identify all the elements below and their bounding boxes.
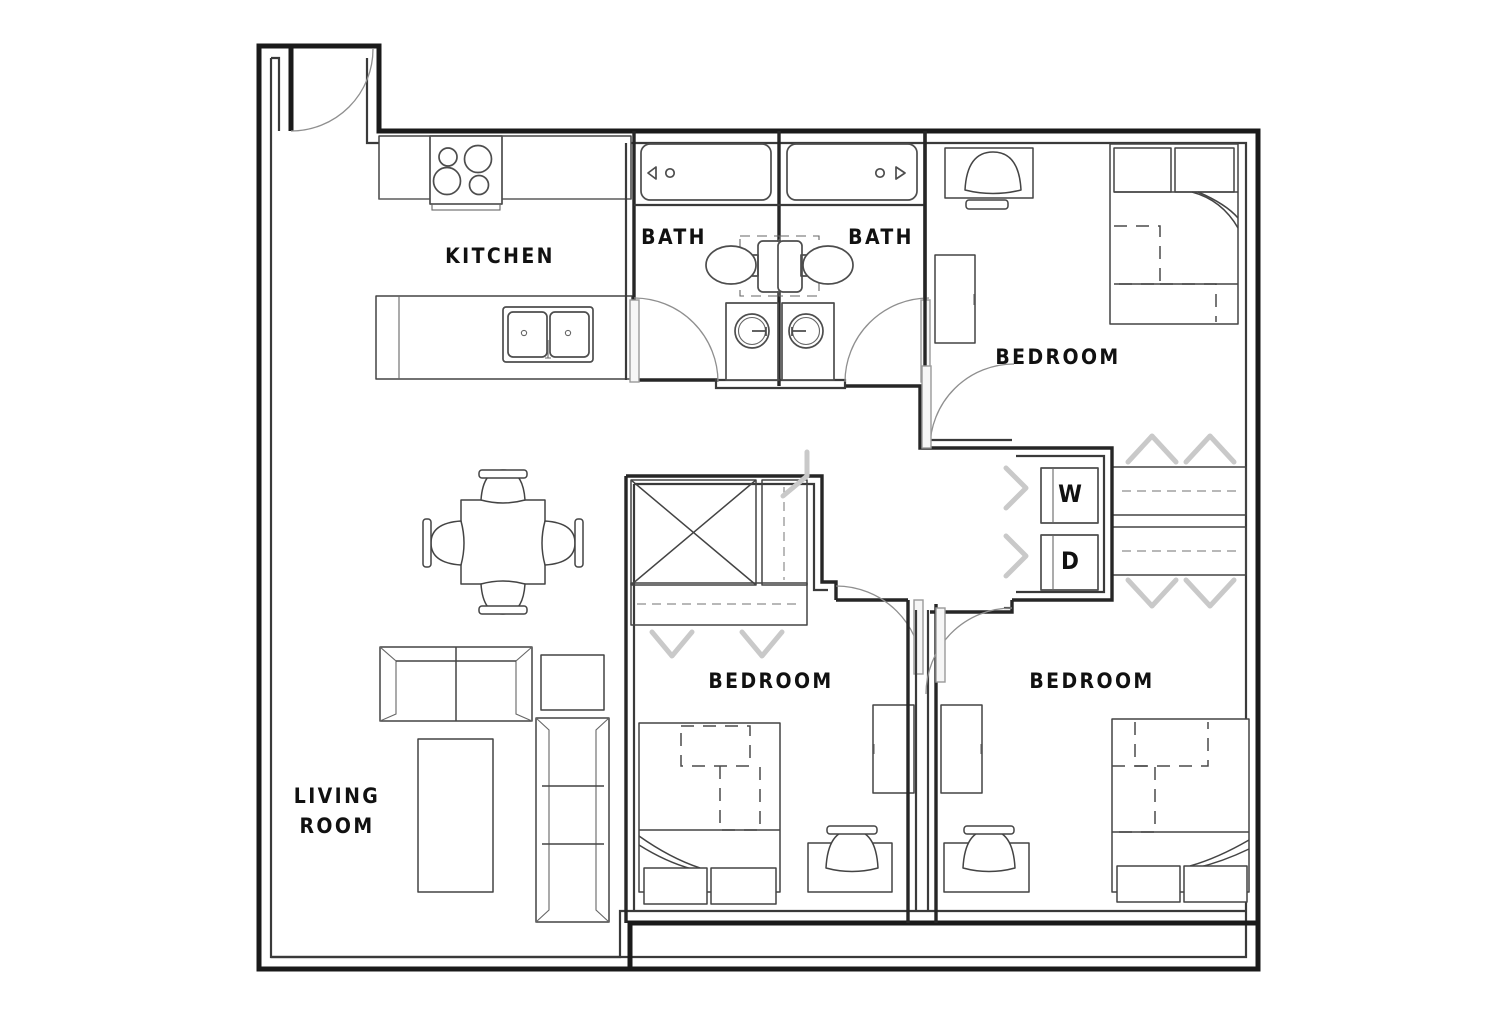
closet-right-shared [1111, 433, 1247, 609]
bedroom-bottom-right-door[interactable] [925, 607, 1013, 695]
bedroom-bottom-left-door[interactable] [835, 585, 924, 675]
entry-door[interactable] [290, 48, 374, 132]
bathtub-left [640, 143, 772, 201]
exterior-walls [256, 43, 1261, 972]
kitchen-counter-upper [378, 135, 632, 200]
toilet-right [777, 235, 854, 297]
stove-cooktop [429, 135, 503, 211]
dresser-top-right [934, 254, 976, 344]
area-rug [417, 738, 494, 893]
room-label-living-room-line2: ROOM [299, 814, 375, 839]
bath-left-door[interactable] [629, 297, 719, 383]
bed-bottom-left [638, 722, 781, 905]
media-console [535, 717, 610, 923]
desk-chair-top-right [964, 151, 1022, 210]
bedroom-bottom-left-walls [624, 474, 908, 923]
toilet-left [705, 235, 783, 297]
room-label-bedroom-bottom-left: BEDROOM [708, 669, 834, 694]
bed-top-right [1109, 143, 1239, 325]
vanity-sink-right [781, 302, 835, 381]
bedroom-top-right-door[interactable] [921, 363, 1015, 449]
bed-bottom-right [1111, 718, 1250, 903]
desk-chair-bottom-left [825, 825, 879, 873]
kitchen-area [375, 135, 633, 380]
appliance-label-washer: W [1058, 480, 1082, 509]
bedroom-bottom-right-walls [906, 600, 938, 923]
room-label-bath-right: BATH [848, 225, 914, 250]
room-label-bath-left: BATH [641, 225, 707, 250]
desk-chair-bottom-right [962, 825, 1016, 873]
appliance-label-dryer: D [1061, 547, 1079, 576]
sofa [379, 646, 533, 722]
room-label-kitchen: KITCHEN [445, 244, 555, 269]
bathtub-right [786, 143, 918, 201]
room-label-bedroom-bottom-right: BEDROOM [1029, 669, 1155, 694]
bath-right-door[interactable] [844, 297, 931, 383]
dining-table [422, 469, 584, 615]
closet-bedroom-bottom-left [630, 449, 810, 659]
room-label-living-room-line1: LIVING [293, 784, 381, 809]
laundry-closet [1003, 446, 1114, 602]
kitchen-sink [502, 306, 594, 363]
room-label-bedroom-top-right: BEDROOM [995, 345, 1121, 370]
dresser-bottom-right [940, 704, 983, 794]
side-table [540, 654, 605, 711]
vanity-sink-left [725, 302, 779, 381]
